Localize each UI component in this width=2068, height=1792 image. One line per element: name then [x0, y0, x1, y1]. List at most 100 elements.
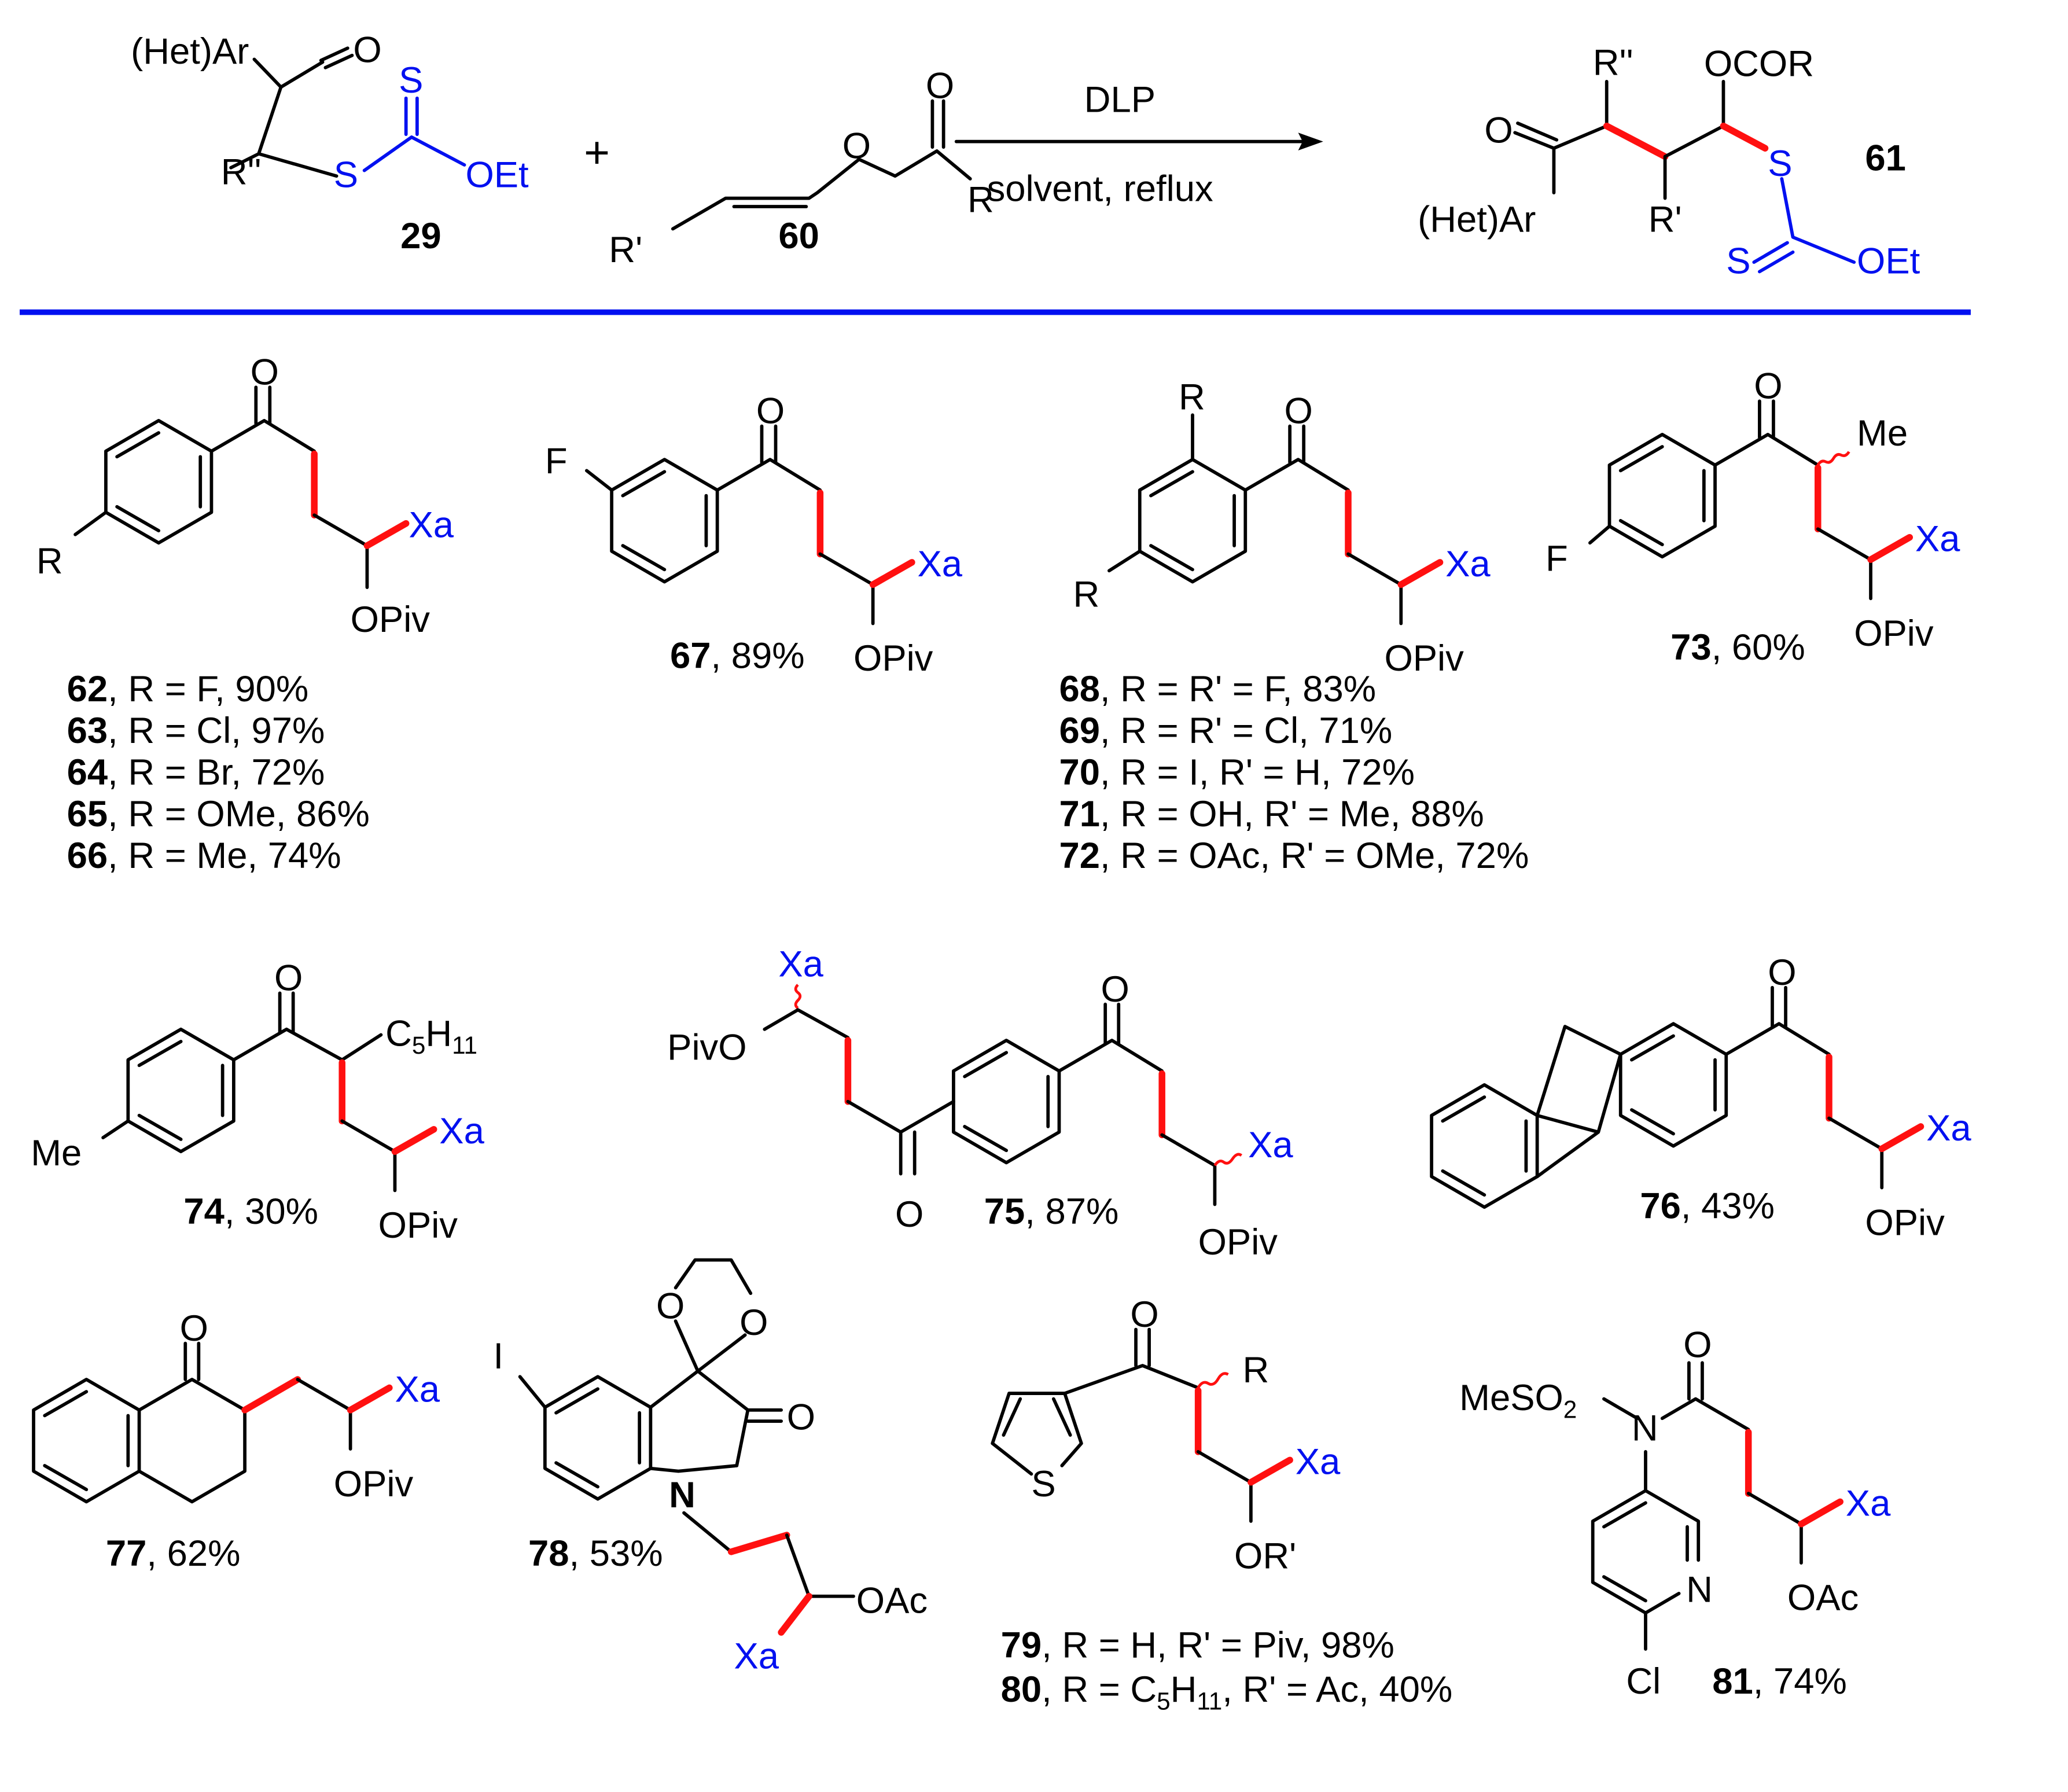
xa-group: Xa: [1296, 1441, 1341, 1482]
carbonyl-o: O: [1130, 1294, 1158, 1335]
oac-group: OAc: [856, 1581, 928, 1621]
xa-group: Xa: [409, 505, 454, 546]
carbonyl-o: O: [180, 1308, 208, 1349]
alkene-r-prime: R': [609, 230, 642, 270]
opiv-group: OPiv: [334, 1464, 414, 1504]
fluoro: F: [545, 441, 568, 481]
xa-group: Xa: [395, 1369, 440, 1410]
ethoxy: OEt: [1857, 241, 1920, 281]
caption-64: 64, R = Br, 72%: [67, 752, 325, 793]
compound-76: O Xa OPiv 76, 43%: [1430, 952, 1971, 1243]
divider-line: [20, 309, 1971, 315]
r-para: R: [1073, 575, 1099, 615]
caption-77: 77, 62%: [106, 1533, 241, 1574]
r-ortho: R: [1179, 377, 1205, 418]
thiophene-s: S: [1031, 1464, 1055, 1504]
compound-73: O F Me Xa OPiv 73, 60%: [1546, 366, 1960, 668]
sulfonamide-n: N: [1632, 1408, 1658, 1449]
ketone-o: O: [1484, 111, 1513, 151]
amide-n: N: [669, 1475, 696, 1515]
caption-75: 75, 87%: [984, 1191, 1119, 1232]
caption-80: 80, R = C5H11, R' = Ac, 40%: [1001, 1669, 1453, 1714]
xa-group-right: Xa: [1248, 1125, 1293, 1165]
compound-74: O C5H11 Me Xa OPiv 74, 30%: [31, 958, 484, 1246]
r-substituent: R: [1242, 1350, 1269, 1390]
het-aryl-label: (Het)Ar: [131, 31, 249, 72]
carbonyl-o-lower: O: [895, 1194, 923, 1235]
carbonyl-o: O: [251, 352, 279, 392]
compound-78: I O O O N Xa OAc 78, 53%: [494, 1258, 928, 1677]
plus-sign: +: [584, 128, 610, 178]
r-substituent: R: [36, 541, 63, 582]
carbonyl-o: O: [926, 66, 954, 106]
xa-group: Xa: [917, 544, 962, 584]
compound-75: Xa PivO O O Xa OPiv 75, 87%: [667, 944, 1293, 1263]
chloro: Cl: [1626, 1661, 1661, 1702]
carbonyl-o: O: [1683, 1325, 1712, 1366]
reactant-29: (Het)Ar O R'' S S OEt 29: [131, 30, 529, 256]
ocor-group: OCOR: [1704, 43, 1814, 84]
product-61: R'' OCOR O S 61 (Het)Ar R' S OEt: [1418, 42, 1920, 281]
carbonyl-o: O: [1754, 366, 1782, 406]
reactant-60: R' O O R 60: [609, 66, 993, 270]
mesyl-group: MeSO2: [1459, 1378, 1577, 1423]
iodo: I: [494, 1336, 504, 1377]
thione-s: S: [1726, 241, 1750, 281]
fluoro: F: [1546, 538, 1568, 579]
opiv-group: OPiv: [1854, 613, 1934, 654]
caption-66: 66, R = Me, 74%: [67, 836, 341, 876]
xa-group: Xa: [439, 1111, 484, 1151]
caption-62: 62, R = F, 90%: [67, 669, 309, 709]
opiv-group: OPiv: [1865, 1202, 1945, 1243]
compound-number-29: 29: [400, 216, 441, 256]
opiv-group: OPiv: [1384, 638, 1464, 679]
compound-79-80: S O R Xa OR' 79, R = H, R' = Piv, 98% 80…: [991, 1294, 1453, 1715]
product-number-61: 61: [1865, 138, 1906, 179]
xa-group: Xa: [1915, 519, 1960, 560]
caption-76: 76, 43%: [1640, 1186, 1775, 1226]
xa-group: Xa: [1926, 1108, 1971, 1149]
acyl-r: R: [967, 180, 994, 220]
compound-68-72: O R R Xa OPiv 68, R = R' = F, 83% 69, R …: [1059, 377, 1529, 877]
caption-65: 65, R = OMe, 86%: [67, 794, 370, 834]
opiv-group: OPiv: [853, 638, 933, 679]
carbonyl-o: O: [756, 391, 785, 432]
carbonyl-o: O: [274, 958, 303, 999]
xa-group-left: Xa: [778, 944, 823, 985]
caption-81: 81, 74%: [1712, 1661, 1847, 1702]
ethoxy: OEt: [465, 154, 529, 195]
r-double-prime: R'': [221, 152, 262, 193]
compound-67: O F Xa OPiv 67, 89%: [545, 391, 963, 679]
caption-69: 69, R = R' = Cl, 71%: [1059, 711, 1392, 751]
carbonyl-o: O: [1285, 391, 1313, 432]
pentyl: C5H11: [385, 1014, 477, 1059]
caption-71: 71, R = OH, R' = Me, 88%: [1059, 794, 1484, 834]
het-aryl-label: (Het)Ar: [1418, 199, 1536, 240]
ester-o: O: [842, 126, 871, 166]
xa-group: Xa: [1846, 1483, 1891, 1524]
caption-74: 74, 30%: [183, 1191, 318, 1232]
ketal-o-left: O: [656, 1286, 685, 1326]
reaction-arrow: DLP solvent, reflux: [954, 80, 1323, 209]
methyl: Me: [31, 1133, 82, 1173]
ketal-o-right: O: [739, 1302, 768, 1343]
caption-70: 70, R = I, R' = H, 72%: [1059, 752, 1415, 793]
carbonyl-o: O: [353, 30, 381, 70]
opiv-group: OPiv: [378, 1205, 458, 1246]
compound-81: MeSO2 N O Xa OAc N Cl 81, 74%: [1459, 1325, 1891, 1702]
r-double-prime: R'': [1593, 42, 1633, 83]
r-prime: R': [1648, 199, 1682, 240]
methyl: Me: [1857, 413, 1908, 454]
xa-group: Xa: [734, 1636, 779, 1677]
opiv-group: OPiv: [1198, 1222, 1278, 1263]
caption-78: 78, 53%: [528, 1533, 663, 1574]
thio-s: S: [334, 154, 358, 195]
compound-77: O Xa OPiv 77, 62%: [32, 1308, 440, 1574]
compound-62-66: O R Xa OPiv 62, R = F, 90% 63, R = Cl, 9…: [36, 352, 454, 876]
or-prime-group: OR': [1234, 1536, 1296, 1577]
pyridine-n: N: [1686, 1569, 1713, 1610]
oac-group: OAc: [1787, 1578, 1859, 1618]
thione-s: S: [399, 60, 423, 101]
caption-79: 79, R = H, R' = Piv, 98%: [1001, 1625, 1394, 1665]
